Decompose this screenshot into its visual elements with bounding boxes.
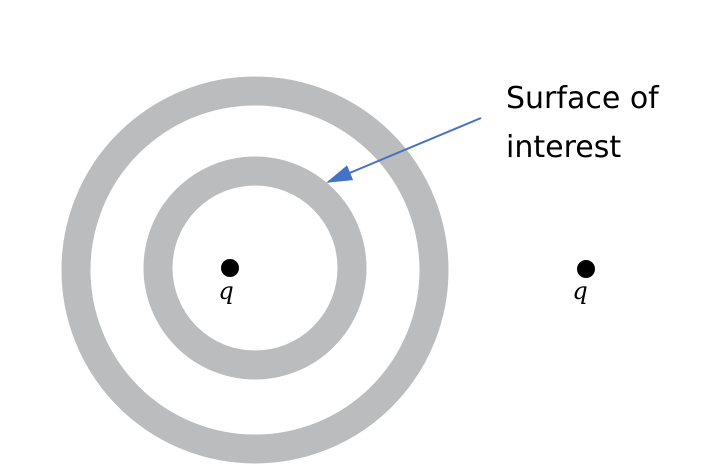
external-charge-dot (577, 260, 595, 278)
external-charge-label: q (572, 277, 587, 305)
surface-pointer-arrow (326, 117, 482, 183)
inner-spherical-shell (143, 156, 367, 380)
enclosed-charge-dot (221, 259, 239, 277)
enclosed-charge-label: q (218, 277, 233, 305)
callout-label-line2: interest (506, 130, 622, 165)
outer-spherical-shell (61, 76, 449, 464)
callout-label-line1: Surface of (506, 81, 659, 116)
